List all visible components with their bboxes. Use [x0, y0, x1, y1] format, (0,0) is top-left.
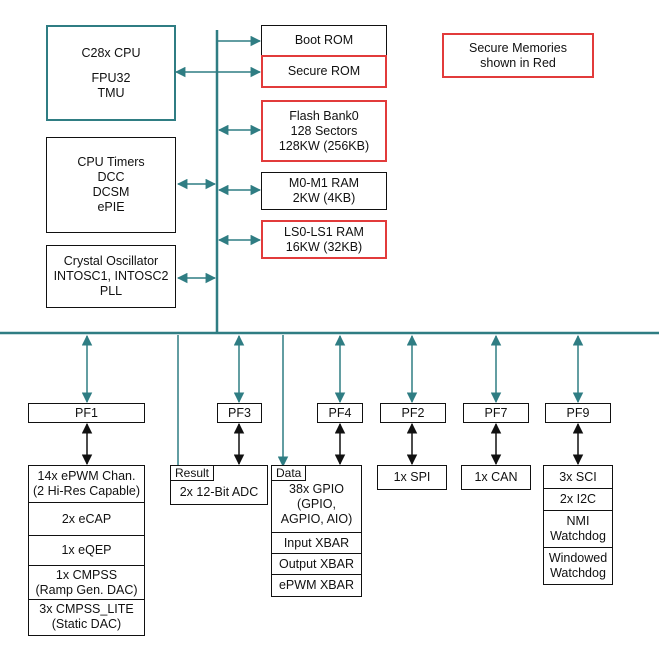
pf3-frame: PF3: [217, 403, 262, 423]
boot-rom-label: Boot ROM: [294, 33, 354, 47]
flash-line-3: 128KW (256KB): [278, 138, 370, 153]
windowed-line-2: Watchdog: [550, 566, 606, 580]
windowed-line-1: Windowed: [548, 551, 608, 565]
nmi-watchdog-cell: NMI Watchdog: [544, 510, 612, 547]
cpu-fpu: FPU32: [91, 70, 131, 85]
cpu-title: C28x CPU: [81, 45, 141, 60]
ls0ls1-line-2: 16KW (32KB): [285, 239, 363, 254]
pf2-label: PF2: [401, 405, 425, 420]
boot-rom-block: Boot ROM: [261, 25, 387, 55]
windowed-watchdog-cell: Windowed Watchdog: [544, 547, 612, 584]
adc-result-tag: Result: [170, 465, 215, 481]
m0m1-ram-block: M0-M1 RAM 2KW (4KB): [261, 172, 387, 210]
pf9-frame: PF9: [545, 403, 611, 423]
gpio-line-3: AGPIO, AIO): [280, 511, 353, 526]
input-xbar-cell: Input XBAR: [272, 532, 361, 553]
pf7-frame: PF7: [463, 403, 529, 423]
epwm-xbar-cell: ePWM XBAR: [272, 574, 361, 595]
gpio-data-tag: Data: [271, 465, 307, 481]
input-xbar-label: Input XBAR: [283, 535, 350, 550]
flash-bank-block: Flash Bank0 128 Sectors 128KW (256KB): [261, 100, 387, 162]
gpio-stack: 38x GPIO (GPIO, AGPIO, AIO) Input XBAR O…: [271, 465, 362, 597]
cpu-tmu: TMU: [97, 85, 125, 100]
epwm-cell: 14x ePWM Chan. (2 Hi-Res Capable): [29, 466, 144, 502]
pf1-frame: PF1: [28, 403, 145, 423]
pf1-label: PF1: [75, 405, 98, 420]
pf7-label: PF7: [484, 405, 508, 420]
ecap-cell: 2x eCAP: [29, 502, 144, 535]
timers-line-3: DCSM: [92, 185, 130, 199]
cmpss-lite-cell: 3x CMPSS_LITE (Static DAC): [29, 599, 144, 634]
secure-rom-label: Secure ROM: [287, 64, 361, 78]
can-block: 1x CAN: [461, 465, 531, 490]
ls0ls1-ram-block: LS0-LS1 RAM 16KW (32KB): [261, 220, 387, 259]
secure-rom-block: Secure ROM: [261, 55, 387, 88]
cmpss-lite-line-1: 3x CMPSS_LITE: [39, 602, 134, 616]
sci-cell: 3x SCI: [544, 466, 612, 488]
secure-legend: Secure Memories shown in Red: [442, 33, 594, 78]
ecap-label: 2x eCAP: [61, 511, 112, 526]
cmpss-lite-line-2: (Static DAC): [51, 617, 122, 631]
cmpss-line-1: 1x CMPSS: [55, 567, 118, 582]
spi-block: 1x SPI: [377, 465, 447, 490]
flash-line-1: Flash Bank0: [289, 108, 359, 123]
spi-label: 1x SPI: [393, 470, 431, 484]
gpio-line-1: 38x GPIO: [289, 481, 344, 496]
oscillator-block: Crystal Oscillator INTOSC1, INTOSC2 PLL: [46, 245, 176, 308]
adc-label: 2x 12-Bit ADC: [179, 485, 259, 499]
osc-line-2: INTOSC1, INTOSC2: [53, 269, 169, 283]
i2c-cell: 2x I2C: [544, 488, 612, 510]
pf4-label: PF4: [328, 405, 352, 420]
pf9-peripheral-stack: 3x SCI 2x I2C NMI Watchdog Windowed Watc…: [543, 465, 613, 585]
gpio-line-2: (GPIO,: [297, 496, 336, 511]
pf2-frame: PF2: [380, 403, 446, 423]
timers-line-2: DCC: [97, 170, 125, 184]
osc-line-1: Crystal Oscillator: [63, 254, 159, 268]
osc-line-3: PLL: [99, 284, 123, 298]
legend-line-1: Secure Memories: [469, 40, 567, 55]
cmpss-line-2: (Ramp Gen. DAC): [35, 582, 138, 597]
timers-line-1: CPU Timers: [77, 155, 145, 169]
cpu-timers-block: CPU Timers DCC DCSM ePIE: [46, 137, 176, 233]
epwm-line-2: (2 Hi-Res Capable): [33, 484, 140, 498]
output-xbar-cell: Output XBAR: [272, 553, 361, 574]
legend-line-2: shown in Red: [480, 55, 556, 70]
flash-line-2: 128 Sectors: [290, 123, 358, 138]
can-label: 1x CAN: [474, 470, 518, 484]
pf1-peripheral-stack: 14x ePWM Chan. (2 Hi-Res Capable) 2x eCA…: [28, 465, 145, 636]
epwm-line-1: 14x ePWM Chan.: [37, 469, 136, 483]
i2c-label: 2x I2C: [559, 492, 597, 506]
nmi-line-1: NMI: [566, 514, 590, 528]
nmi-line-2: Watchdog: [550, 529, 606, 543]
ls0ls1-line-1: LS0-LS1 RAM: [284, 224, 364, 239]
eqep-label: 1x eQEP: [61, 543, 112, 557]
pf9-label: PF9: [566, 405, 590, 420]
pf4-frame: PF4: [317, 403, 363, 423]
eqep-cell: 1x eQEP: [29, 535, 144, 565]
epwm-xbar-label: ePWM XBAR: [278, 577, 354, 592]
m0m1-line-2: 2KW (4KB): [292, 191, 356, 205]
cpu-block: C28x CPU FPU32 TMU: [46, 25, 176, 121]
m0m1-line-1: M0-M1 RAM: [288, 176, 360, 190]
cmpss-cell: 1x CMPSS (Ramp Gen. DAC): [29, 565, 144, 599]
pf3-label: PF3: [228, 405, 251, 420]
timers-line-4: ePIE: [97, 200, 125, 214]
gpio-cell: 38x GPIO (GPIO, AGPIO, AIO): [272, 466, 361, 532]
sci-label: 3x SCI: [559, 469, 597, 484]
output-xbar-label: Output XBAR: [278, 556, 355, 571]
